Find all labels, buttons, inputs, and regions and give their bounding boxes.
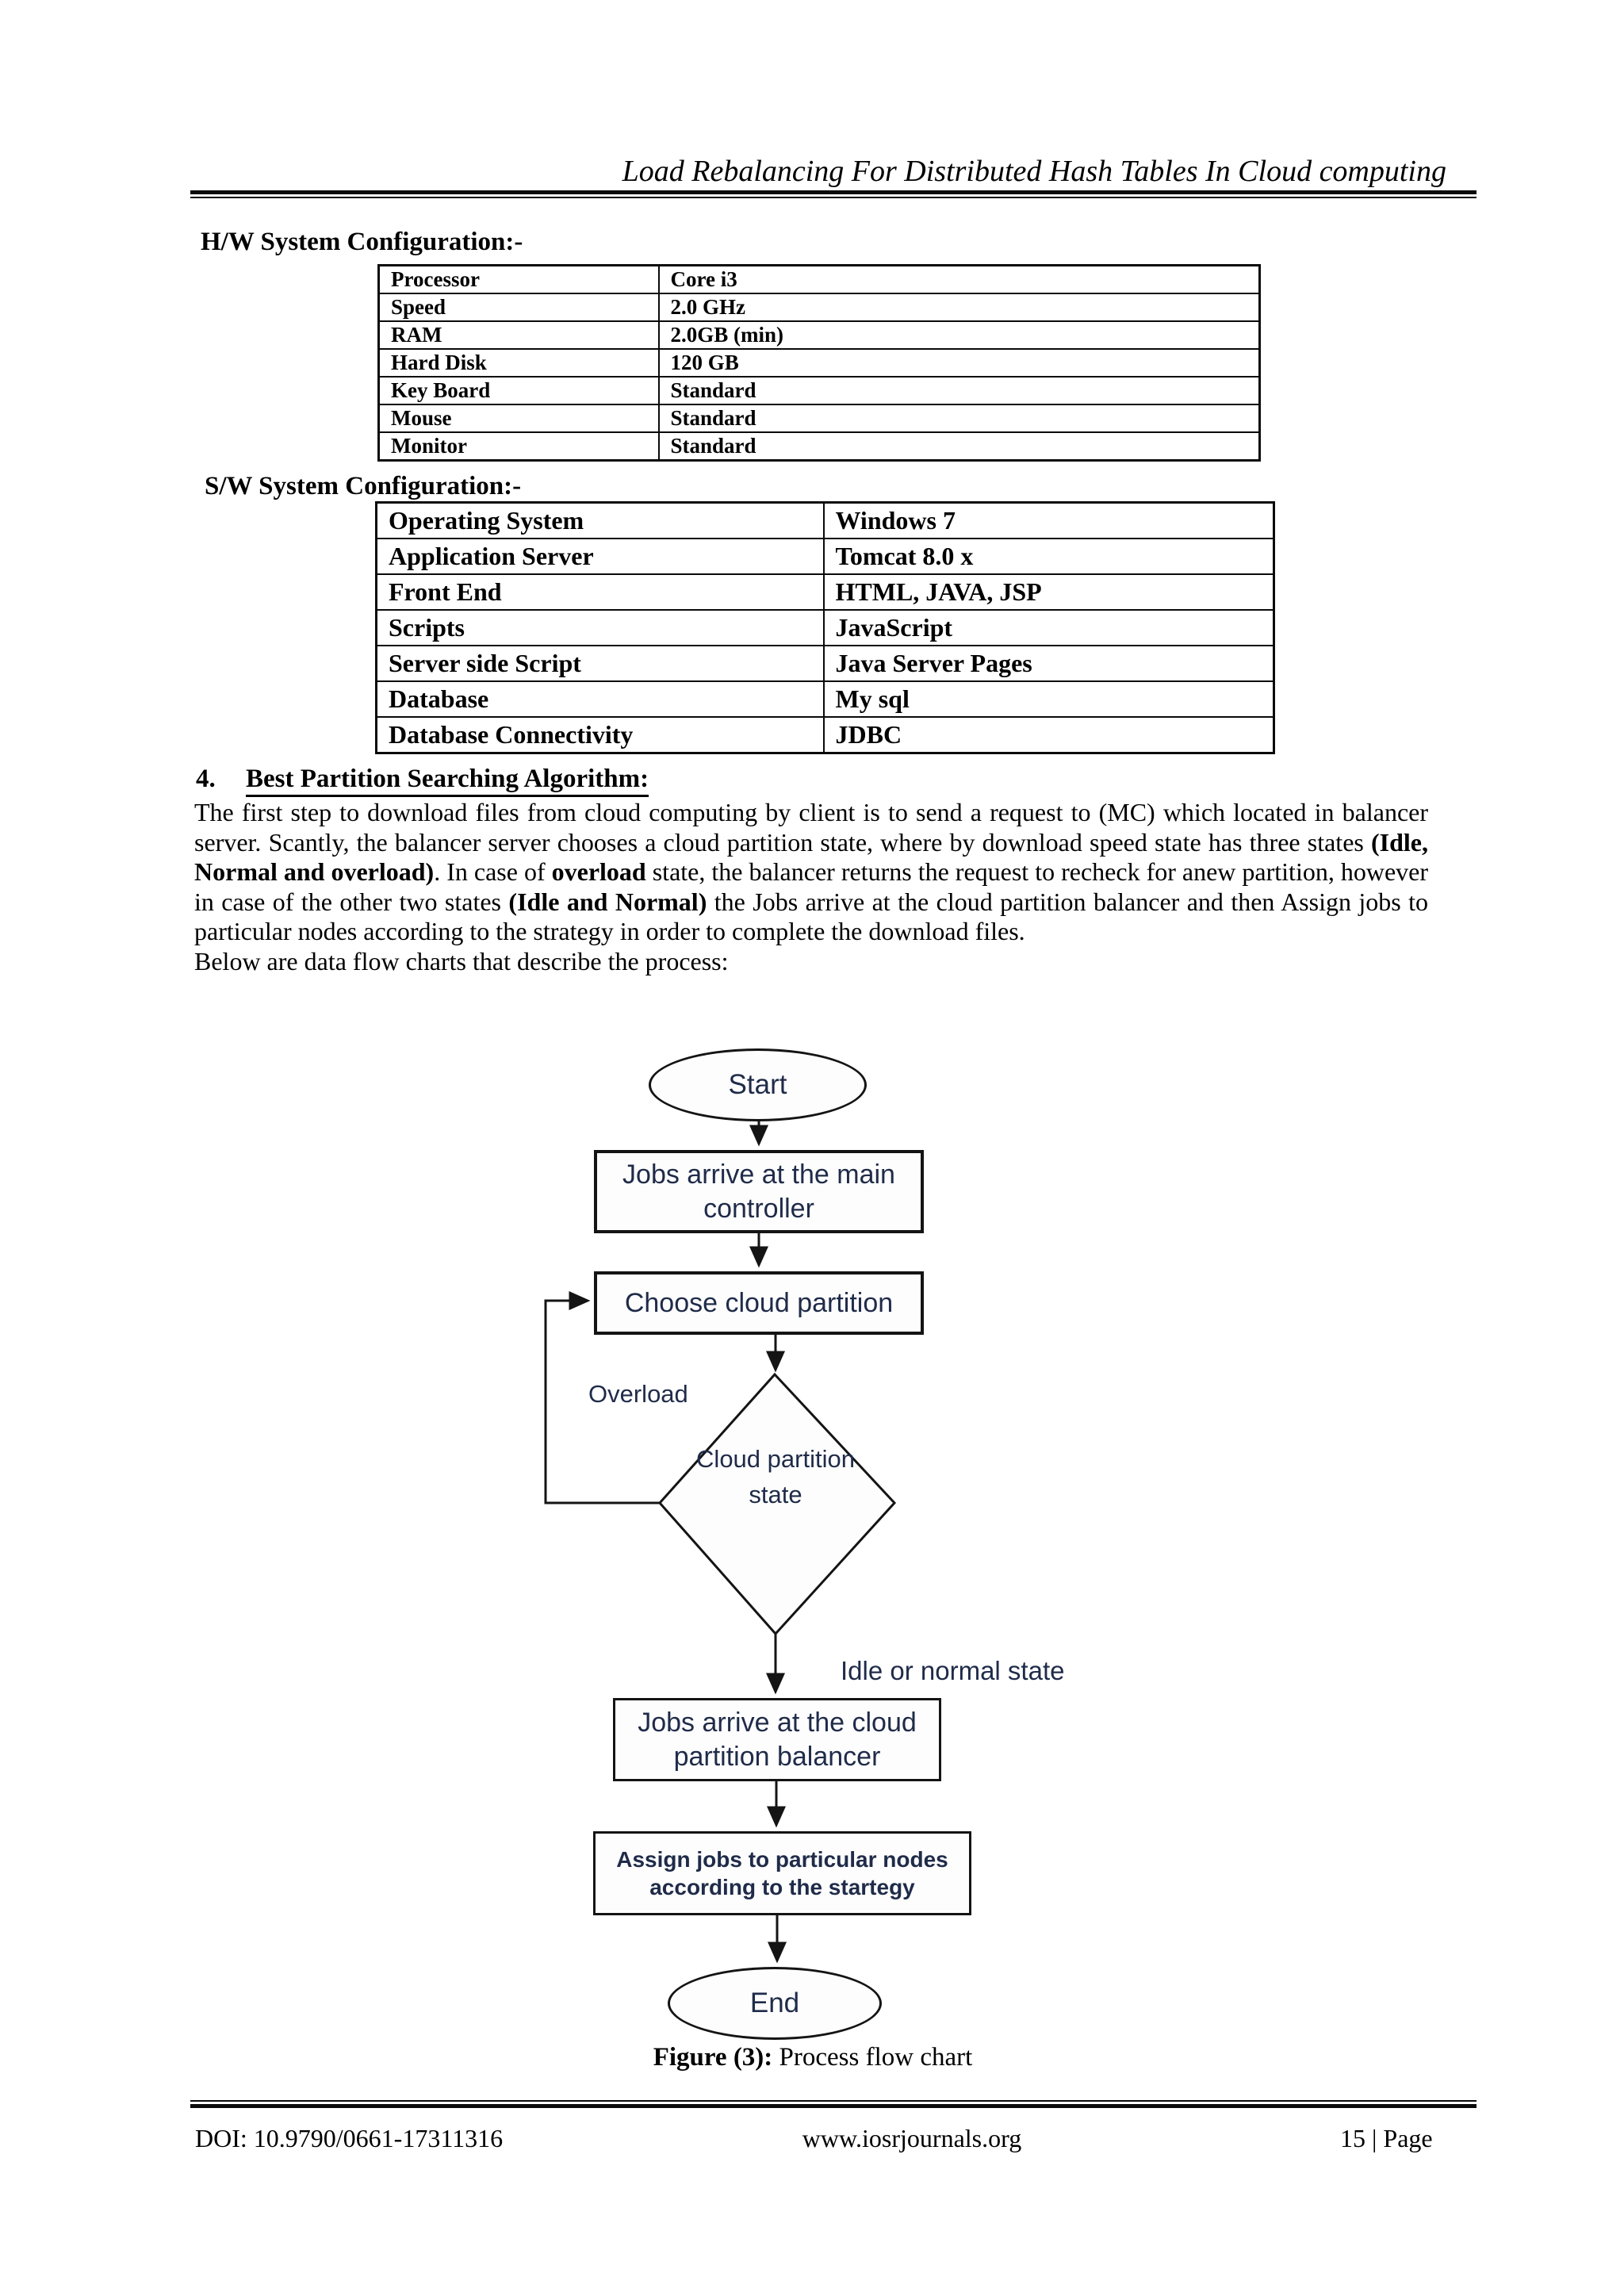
header-rule bbox=[190, 190, 1477, 198]
section4-below-line: Below are data flow charts that describe… bbox=[194, 946, 729, 976]
flowchart-partition-balancer-node: Jobs arrive at the cloud partition balan… bbox=[613, 1698, 941, 1781]
table-cell: RAM bbox=[377, 320, 660, 350]
table-cell: Key Board bbox=[377, 376, 660, 405]
flowchart-start-node: Start bbox=[649, 1048, 867, 1121]
paper-title: Load Rebalancing For Distributed Hash Ta… bbox=[622, 155, 1446, 188]
footer-rule bbox=[190, 2100, 1477, 2108]
table-cell: 2.0 GHz bbox=[657, 293, 1261, 322]
table-cell: Front End bbox=[375, 573, 825, 611]
text-run: state, the balancer returns the request … bbox=[194, 857, 1429, 916]
bold-text-run: (Idle and Normal) bbox=[508, 887, 707, 916]
section4-paragraph: The first step to download files from cl… bbox=[194, 798, 1428, 947]
section4-number: 4. bbox=[196, 765, 216, 793]
flowchart-overload-label: Overload bbox=[588, 1380, 688, 1408]
table-cell: 2.0GB (min) bbox=[657, 320, 1261, 350]
table-cell: Mouse bbox=[377, 404, 660, 433]
figure-caption-label: Figure (3): bbox=[653, 2043, 773, 2072]
table-cell: HTML, JAVA, JSP bbox=[822, 573, 1275, 611]
table-cell: Operating System bbox=[375, 501, 825, 539]
figure-caption-text: Process flow chart bbox=[772, 2043, 973, 2072]
flowchart-decision-label: Cloud partition state bbox=[696, 1445, 855, 1508]
flowchart-assign-jobs-node: Assign jobs to particular nodes accordin… bbox=[593, 1831, 971, 1915]
text-run: the Jobs arrive at the cloud partition b… bbox=[194, 887, 1429, 946]
table-cell: Scripts bbox=[375, 609, 825, 646]
table-cell: JDBC bbox=[822, 716, 1275, 754]
table-cell: My sql bbox=[822, 680, 1275, 718]
flowchart-connectors bbox=[544, 1120, 897, 1964]
hw-config-heading: H/W System Configuration:- bbox=[201, 228, 523, 256]
bold-text-run: (Idle, Normal and overload) bbox=[194, 827, 1428, 887]
table-cell: Processor bbox=[377, 264, 660, 294]
flowchart-choose-partition-node: Choose cloud partition bbox=[594, 1271, 924, 1335]
table-cell: Application Server bbox=[375, 538, 825, 575]
table-cell: Tomcat 8.0 x bbox=[822, 538, 1275, 575]
table-cell: Windows 7 bbox=[822, 501, 1275, 539]
table-cell: 120 GB bbox=[657, 348, 1261, 378]
figure-caption: Figure (3): Process flow chart bbox=[476, 2043, 1150, 2072]
bold-text-run: overload bbox=[551, 857, 646, 886]
table-cell: Server side Script bbox=[375, 645, 825, 682]
section4-heading: 4. Best Partition Searching Algorithm: bbox=[196, 765, 649, 797]
table-cell: Speed bbox=[377, 293, 660, 322]
flowchart-main-controller-node: Jobs arrive at the main controller bbox=[594, 1150, 924, 1233]
table-cell: JavaScript bbox=[822, 609, 1275, 646]
table-cell: Core i3 bbox=[657, 264, 1261, 294]
footer-doi: DOI: 10.9790/0661-17311316 bbox=[195, 2124, 504, 2152]
table-cell: Database bbox=[375, 680, 825, 718]
text-run: The first step to download files from cl… bbox=[194, 798, 1428, 857]
table-cell: Hard Disk bbox=[377, 348, 660, 378]
section4-heading-text: Best Partition Searching Algorithm: bbox=[246, 765, 649, 797]
section4-body: The first step to download files from cl… bbox=[194, 798, 1428, 976]
table-cell: Standard bbox=[657, 376, 1261, 405]
table-cell: Standard bbox=[657, 404, 1261, 433]
text-run: . In case of bbox=[434, 857, 552, 886]
flowchart-idle-normal-label: Idle or normal state bbox=[841, 1656, 1065, 1685]
flowchart-end-node: End bbox=[668, 1967, 882, 2040]
footer-site-url: www.iosrjournals.org bbox=[802, 2124, 1022, 2152]
table-cell: Database Connectivity bbox=[375, 716, 825, 754]
sw-config-heading: S/W System Configuration:- bbox=[205, 472, 522, 500]
table-cell: Java Server Pages bbox=[822, 645, 1275, 682]
footer-page-number: 15 | Page bbox=[1340, 2124, 1433, 2152]
table-cell: Standard bbox=[657, 431, 1261, 462]
table-cell: Monitor bbox=[377, 431, 660, 462]
